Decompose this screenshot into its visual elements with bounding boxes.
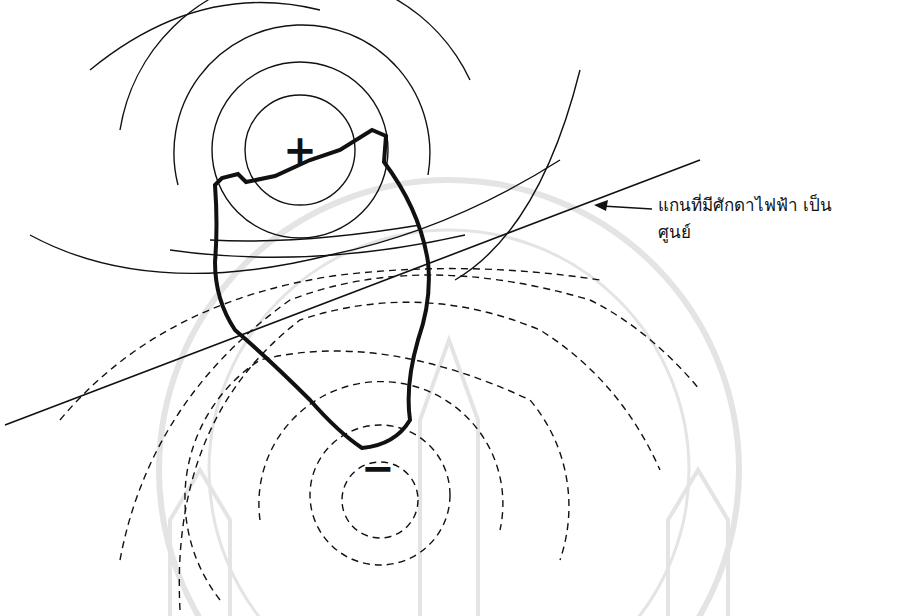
positive-sign: +: [279, 130, 321, 170]
watermark-emblem: [159, 180, 739, 616]
zero-line-label: แกนที่มีศักดาไฟฟ้า เป็นศูนย์: [658, 192, 858, 246]
leader-arrowhead: [594, 200, 608, 211]
zero-potential-line: [5, 160, 700, 425]
negative-sign: −: [357, 448, 399, 488]
leader-line: [602, 206, 652, 209]
negative-equipotential-lines: [60, 269, 700, 610]
heart-outline: [215, 130, 429, 448]
